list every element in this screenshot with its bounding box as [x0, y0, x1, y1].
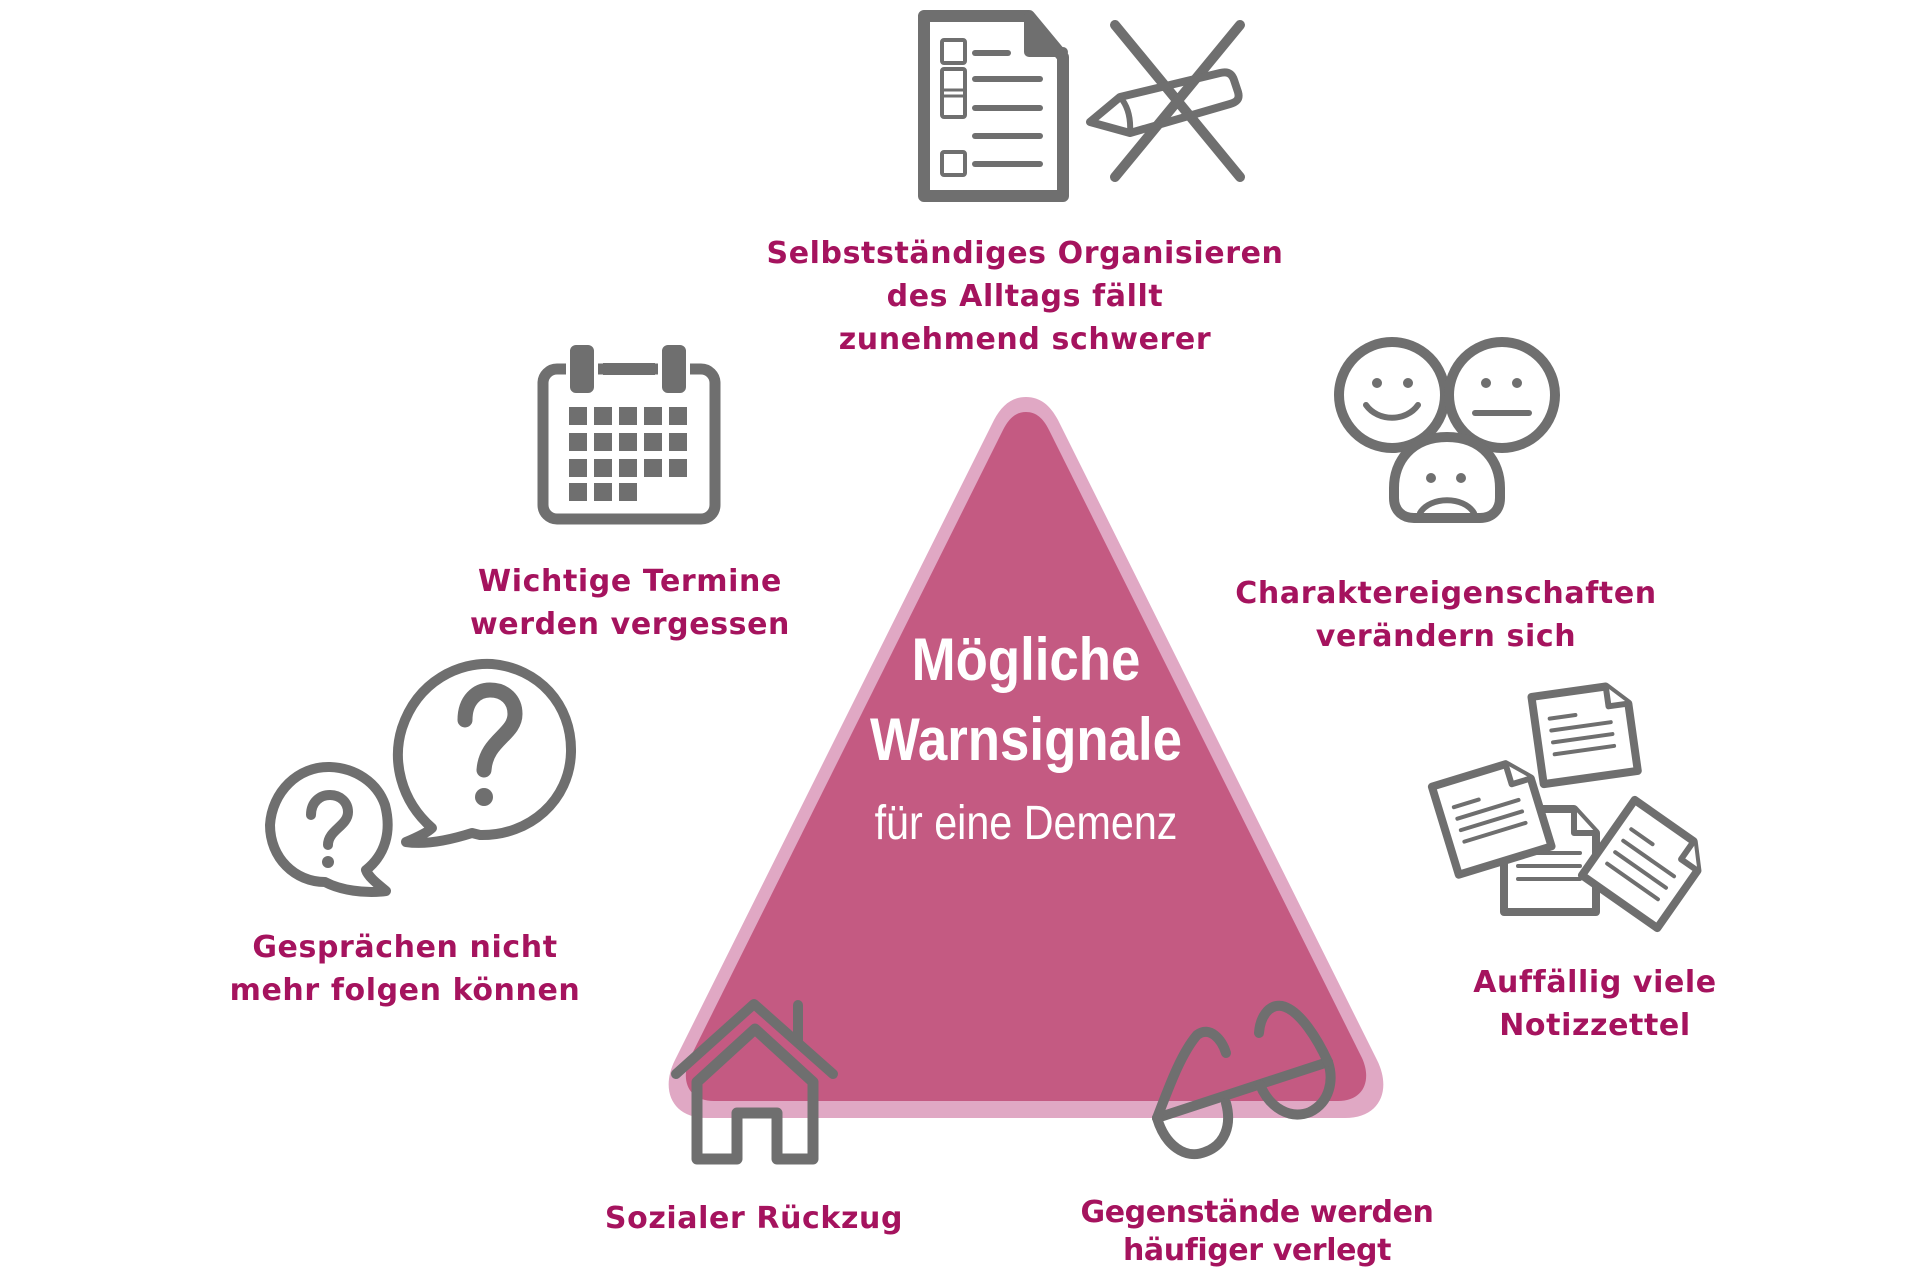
neutral-face-icon [1444, 337, 1560, 453]
crossed-pencil-icon [1086, 20, 1245, 182]
label-organisieren: Selbstständiges Organisieren des Alltags… [766, 236, 1284, 357]
note-sheet-top [1527, 682, 1642, 789]
center-title-line2: Warnsignale [870, 706, 1182, 773]
scattered-notes-icon [1427, 682, 1702, 933]
question-speech-bubbles-icon [265, 658, 577, 897]
label-rueckzug: Sozialer Rückzug [604, 1201, 904, 1236]
house-icon [671, 999, 838, 1165]
center-subtitle: für eine Demenz [874, 797, 1178, 850]
label-gespraeche: Gesprächen nicht mehr folgen können [229, 930, 581, 1008]
sad-face-icon [1389, 431, 1505, 523]
happy-face-icon [1334, 337, 1450, 453]
label-charakter: Charaktereigenschaften verändern sich [1235, 576, 1657, 654]
center-title-line1: Mögliche [911, 626, 1141, 693]
calendar-icon [537, 341, 721, 525]
checklist-icon [918, 10, 1069, 202]
label-termine: Wichtige Termine werden vergessen [469, 564, 791, 642]
note-sheet-left [1427, 760, 1556, 879]
warning-triangle [668, 397, 1384, 1118]
label-notizzettel: Auffällig viele Notizzettel [1473, 965, 1717, 1043]
three-faces-icon [1334, 337, 1560, 523]
glasses-icon [1152, 1000, 1336, 1160]
small-question-bubble [265, 761, 393, 897]
note-sheet-right [1577, 795, 1702, 933]
label-gegenstaende: Gegenstände werden häufiger verlegt [1080, 1195, 1434, 1268]
large-question-bubble [392, 658, 577, 848]
